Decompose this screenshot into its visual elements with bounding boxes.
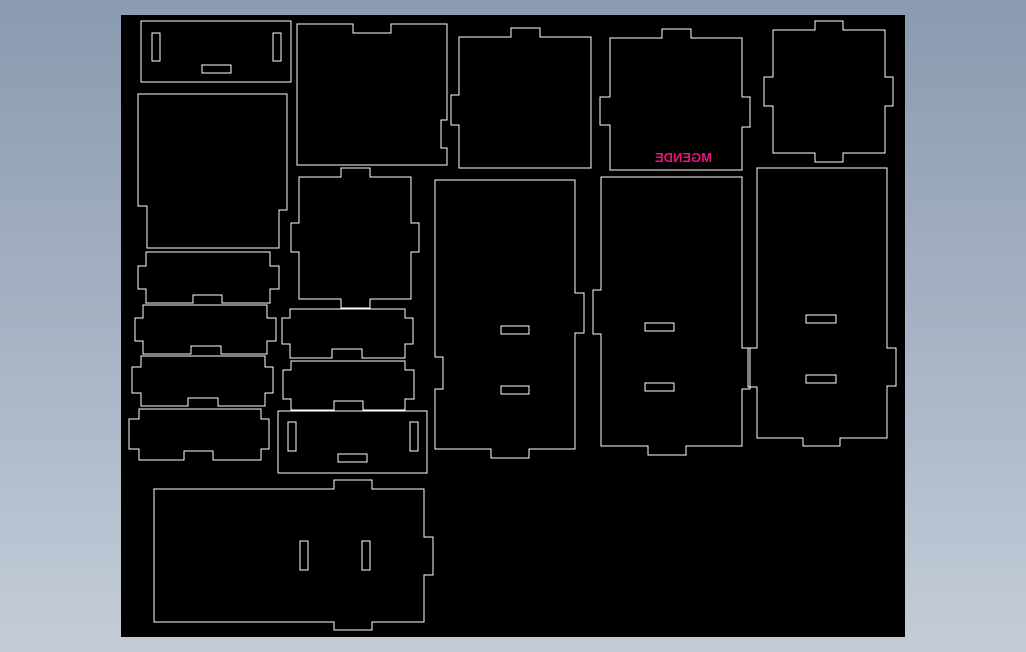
strip-6[interactable] — [282, 360, 415, 411]
strip-2[interactable] — [134, 304, 277, 355]
panel-tab-c-labeled[interactable] — [599, 28, 751, 171]
panel-tall-2[interactable] — [592, 176, 751, 456]
panel-tab-a[interactable] — [296, 23, 448, 166]
panel-tall-1[interactable] — [434, 179, 585, 459]
panel-bottom-large[interactable] — [153, 479, 434, 631]
panel-tall-3[interactable] — [747, 167, 897, 447]
strip-5[interactable] — [281, 308, 414, 359]
panel-tab-b[interactable] — [450, 27, 592, 169]
panel-cross-middle[interactable] — [290, 167, 420, 309]
panel-left-large[interactable] — [137, 93, 288, 249]
strip-1[interactable] — [137, 251, 280, 304]
panel-small-slotted[interactable] — [277, 410, 428, 474]
mirrored-annotation: MGENDE — [655, 150, 712, 165]
panel-cross-top-right[interactable] — [763, 20, 894, 163]
panel-top-left-slotted[interactable] — [140, 20, 292, 83]
strip-4[interactable] — [128, 408, 270, 461]
strip-3[interactable] — [131, 355, 274, 407]
